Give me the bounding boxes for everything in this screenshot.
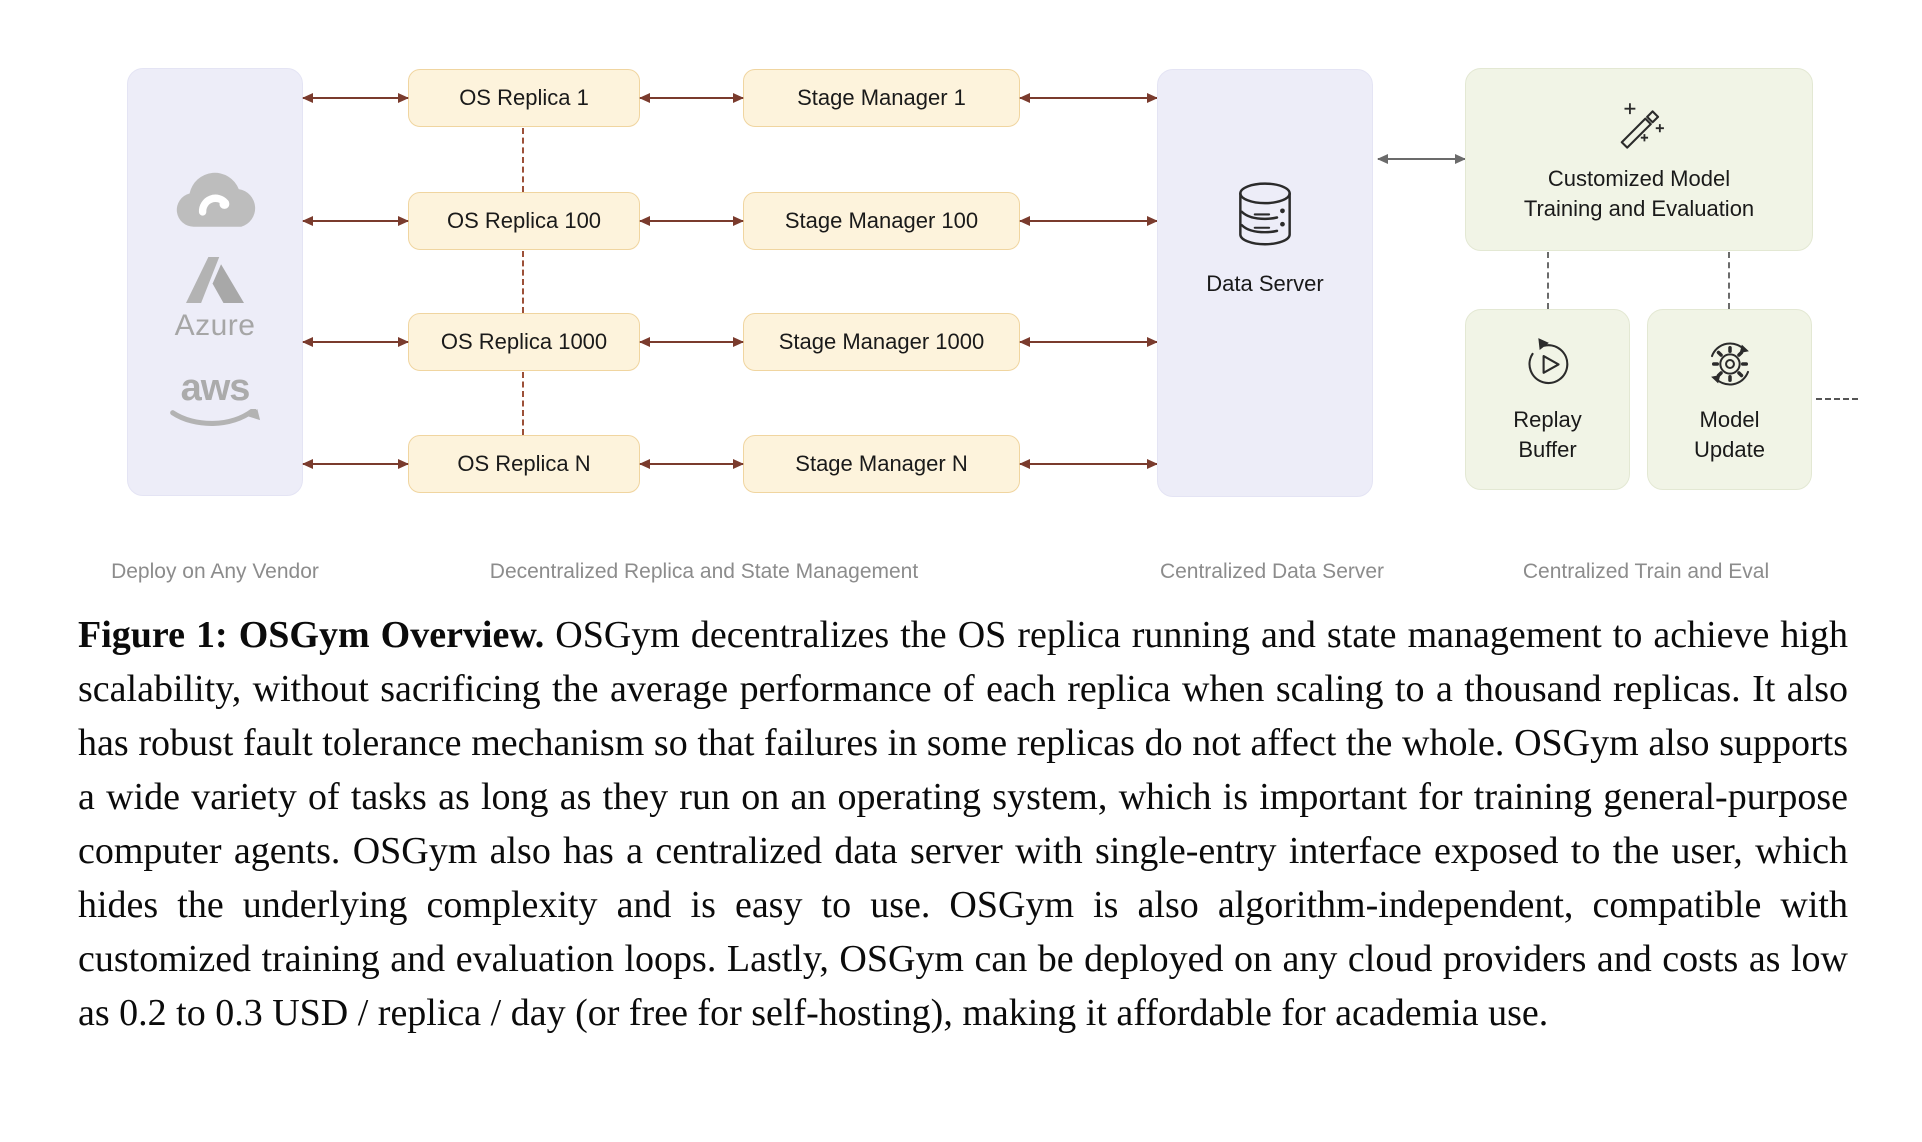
arrow-vendor-replica-2 [302,215,409,226]
arrow-stage-dataserver-4 [1019,458,1158,469]
arrow-stage-dataserver-1 [1019,92,1158,103]
arrow-replica-stage-4 [639,458,744,469]
os-replica-label: OS Replica 100 [446,208,602,233]
figure-caption-body: OSGym decentralizes the OS replica runni… [78,614,1848,1034]
os-replica-label: OS Replica 1 [459,85,589,110]
azure-logo: Azure [175,257,256,343]
magic-wand-icon [1610,96,1668,154]
replay-icon [1519,335,1577,393]
section-label-vendor: Deploy on Any Vendor [111,560,319,583]
arrow-replica-stage-2 [639,215,744,226]
arrow-vendor-replica-3 [302,336,409,347]
figure-caption-lead: Figure 1: OSGym Overview. [78,614,545,656]
data-server-label: Data Server [1206,271,1324,296]
gear-sync-icon [1701,335,1759,393]
aws-logo: aws [169,369,261,433]
os-replica-box-n: OS Replica N [408,435,640,493]
stage-manager-label: Stage Manager N [795,451,968,476]
arrow-dataserver-traineval [1377,153,1466,164]
model-update-box: Model Update [1647,309,1812,490]
model-update-label: Model Update [1694,407,1765,462]
replay-buffer-label: Replay Buffer [1513,407,1582,462]
vendor-logos: Azure aws [128,69,302,495]
os-replica-box-1: OS Replica 1 [408,69,640,127]
google-cloud-icon [168,167,263,231]
os-replica-box-100: OS Replica 100 [408,192,640,250]
data-server-panel: Data Server [1157,69,1373,497]
arrow-stage-dataserver-3 [1019,336,1158,347]
section-label-data-server: Centralized Data Server [1159,560,1385,583]
arrow-vendor-replica-4 [302,458,409,469]
stage-manager-label: Stage Manager 1000 [778,329,985,354]
replica-dashed-link-1 [522,128,524,192]
azure-label: Azure [174,309,256,342]
train-eval-label: Customized Model Training and Evaluation [1523,166,1755,221]
dashed-link-replay [1547,252,1549,309]
aws-smile-icon [169,409,261,433]
replica-dashed-link-2 [522,251,524,313]
train-eval-box: Customized Model Training and Evaluation [1465,68,1813,251]
stage-manager-box-n: Stage Manager N [743,435,1020,493]
os-replica-label: OS Replica 1000 [440,329,608,354]
vendor-panel: Azure aws [127,68,303,496]
os-replica-label: OS Replica N [457,451,591,476]
os-replica-box-1000: OS Replica 1000 [408,313,640,371]
section-label-train-eval: Centralized Train and Eval [1522,560,1770,583]
stage-manager-box-1: Stage Manager 1 [743,69,1020,127]
replay-buffer-box: Replay Buffer [1465,309,1630,490]
dashed-stub-right [1816,398,1858,400]
aws-label: aws [180,367,251,409]
section-label-replica-management: Decentralized Replica and State Manageme… [489,560,919,583]
stage-manager-label: Stage Manager 100 [784,208,979,233]
azure-logo-icon [186,257,244,303]
arrow-replica-stage-3 [639,336,744,347]
stage-manager-box-1000: Stage Manager 1000 [743,313,1020,371]
arrow-vendor-replica-1 [302,92,409,103]
arrow-stage-dataserver-2 [1019,215,1158,226]
data-server-content: Data Server [1158,70,1372,496]
dashed-link-model [1728,252,1730,309]
figure-caption: Figure 1: OSGym Overview. OSGym decentra… [78,608,1848,1040]
arrow-replica-stage-1 [639,92,744,103]
stage-manager-box-100: Stage Manager 100 [743,192,1020,250]
database-icon [1228,179,1302,255]
replica-dashed-link-3 [522,372,524,435]
stage-manager-label: Stage Manager 1 [797,85,966,110]
